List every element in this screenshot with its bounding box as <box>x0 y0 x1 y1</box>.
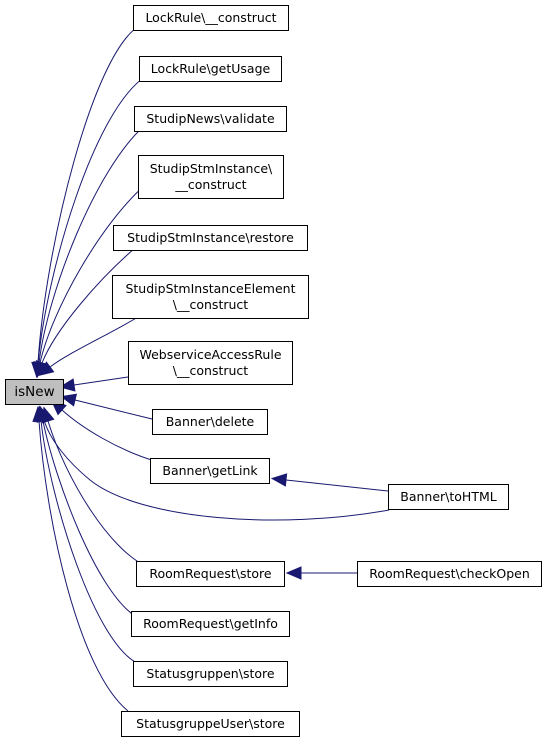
edge-statusgruppen-store-to-isnew <box>40 420 140 665</box>
node-statusgruppeuser-store[interactable]: StatusgruppeUser\store <box>121 711 300 737</box>
edge-banner-getlink-to-isnew <box>61 409 156 462</box>
node-label-line: WebserviceAccessRule <box>139 347 282 362</box>
node-isnew[interactable]: isNew <box>5 379 64 405</box>
node-label-line: StatusgruppeUser\store <box>136 716 285 731</box>
node-banner-tohtml[interactable]: Banner\toHTML <box>388 484 509 510</box>
node-studipstminstance-restore[interactable]: StudipStmInstance\restore <box>113 225 308 251</box>
edge-lockrule-construct-to-isnew <box>37 25 140 364</box>
edge-studipstminstanceelement-construct-to-isnew <box>49 316 139 368</box>
arrowhead-roomrequest-checkopen-to-roomrequest-store <box>285 566 302 580</box>
node-label-line: Banner\delete <box>165 414 255 429</box>
node-label-line: StudipNews\validate <box>146 111 275 126</box>
node-roomrequest-store[interactable]: RoomRequest\store <box>136 561 285 587</box>
edge-studipstminstance-restore-to-isnew <box>41 247 136 364</box>
arrowhead-studipstminstanceelement-construct-to-isnew <box>37 361 55 377</box>
node-banner-delete[interactable]: Banner\delete <box>152 409 268 435</box>
arrowhead-banner-delete-to-isnew <box>60 393 78 407</box>
node-label-line: Statusgruppen\store <box>146 666 275 681</box>
node-studipstminstance-construct[interactable]: StudipStmInstance\__construct <box>138 155 284 199</box>
node-label-line: Banner\toHTML <box>400 489 497 504</box>
node-label-line: Banner\getLink <box>162 463 258 478</box>
node-label-line: RoomRequest\getInfo <box>143 616 278 631</box>
node-label-line: RoomRequest\store <box>149 566 272 581</box>
node-roomrequest-getinfo[interactable]: RoomRequest\getInfo <box>131 611 290 637</box>
node-label-line: __construct <box>175 177 247 192</box>
node-banner-getlink[interactable]: Banner\getLink <box>150 458 270 484</box>
edge-studipnews-validate-to-isnew <box>38 126 144 364</box>
node-studipstminstanceelement-construct[interactable]: StudipStmInstanceElement\__construct <box>112 275 309 319</box>
edge-studipstminstance-construct-to-isnew <box>39 184 146 364</box>
node-statusgruppen-store[interactable]: Statusgruppen\store <box>133 661 288 687</box>
edge-statusgruppeuser-store-to-isnew <box>38 420 129 712</box>
node-lockrule-getusage[interactable]: LockRule\getUsage <box>139 56 282 82</box>
node-studipnews-validate[interactable]: StudipNews\validate <box>134 106 287 132</box>
arrowhead-banner-tohtml-to-banner-getlink <box>270 473 288 487</box>
edge-banner-tohtml-to-banner-getlink <box>285 479 389 492</box>
node-webserviceaccessrule-construct[interactable]: WebserviceAccessRule\__construct <box>128 341 293 385</box>
node-label-line: \__construct <box>172 297 249 312</box>
node-label-line: LockRule\getUsage <box>150 61 271 76</box>
edge-lockrule-getusage-to-isnew <box>37 75 147 364</box>
edge-webserviceaccessrule-construct-to-isnew <box>73 376 129 386</box>
node-roomrequest-checkopen[interactable]: RoomRequest\checkOpen <box>357 561 542 587</box>
node-label-line: StudipStmInstance\restore <box>127 230 294 245</box>
node-label-line: StudipStmInstance\ <box>149 161 273 176</box>
node-label-line: \__construct <box>172 363 249 378</box>
node-label-line: LockRule\__construct <box>145 10 277 25</box>
edge-banner-delete-to-isnew <box>74 399 153 420</box>
arrowhead-statusgruppeuser-store-to-isnew <box>32 405 46 422</box>
node-lockrule-construct[interactable]: LockRule\__construct <box>133 5 289 31</box>
edge-roomrequest-getinfo-to-isnew <box>42 420 136 617</box>
edge-banner-tohtml-to-isnew <box>43 419 390 521</box>
edge-roomrequest-store-to-isnew <box>47 420 147 567</box>
node-label-line: StudipStmInstanceElement <box>125 281 296 296</box>
node-label-line: isNew <box>14 384 55 400</box>
node-label-line: RoomRequest\checkOpen <box>369 566 530 581</box>
